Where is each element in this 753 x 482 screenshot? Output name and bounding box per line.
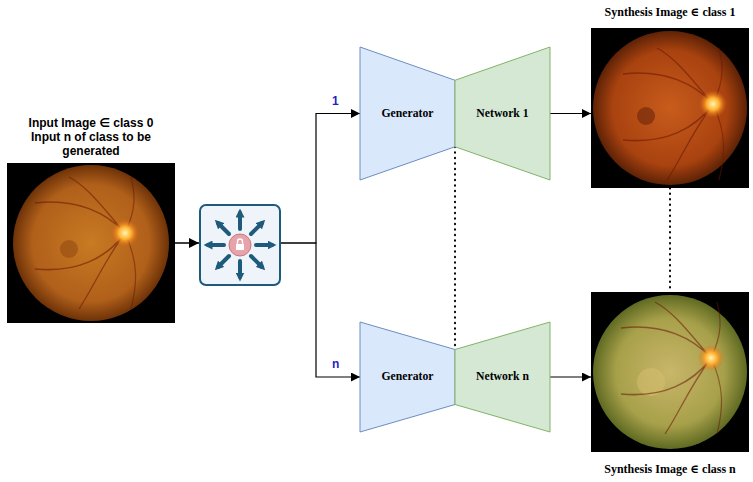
branch-number: n (330, 357, 341, 371)
fundus-image-part (593, 295, 747, 449)
switch-icon-part-part (256, 243, 272, 247)
trapezoid-shape (455, 322, 550, 432)
fundus-image-part (591, 292, 749, 452)
image-heading: Synthesis Image ∈ class 1 (591, 5, 749, 19)
trapezoid-shape (360, 322, 455, 432)
image-heading: Input Image ∈ class 0 (7, 116, 175, 130)
generator-block: Generator (360, 322, 455, 432)
fundus-image-part (637, 107, 655, 125)
fundus-image (591, 28, 749, 188)
trapezoid-shape (455, 47, 550, 180)
image-heading: Input n of class to be generated (7, 130, 175, 158)
switch-icon-part (208, 213, 272, 277)
switch-icon-part (200, 205, 280, 285)
switch-icon-part (236, 244, 244, 250)
generator-block: Generator (360, 47, 455, 180)
heading-group: Synthesis Image ∈ class 1 (591, 5, 749, 19)
switch-icon-part-part (218, 223, 229, 234)
synthesis-image-node: Synthesis Image ∈ class 1 (591, 4, 749, 188)
switch-icon-part (238, 239, 243, 244)
switch-icon-part-part (251, 223, 262, 234)
branch-number: 1 (330, 94, 341, 108)
trapezoid-shape (360, 47, 455, 180)
fundus-image (7, 163, 175, 323)
switch-icon-part (189, 238, 199, 248)
block-label: Network 1 (455, 106, 550, 122)
fundus-image-part (13, 165, 169, 321)
image-heading: Synthesis Image ∈ class n (591, 462, 749, 476)
ellipsis-dotted-line (454, 147, 456, 350)
switch-icon-part-part (238, 213, 242, 229)
flow-arrow (550, 113, 591, 114)
switch-icon (189, 205, 280, 285)
fundus-image-part (698, 345, 724, 371)
ellipsis-dotted-line (669, 188, 671, 292)
fundus-image-part (7, 163, 175, 323)
heading-group: Synthesis Image ∈ class n (591, 462, 749, 476)
fundus-image-part (699, 90, 727, 118)
fundus-image-part (111, 219, 139, 247)
input-image-node: Input Image ∈ class 0Input n of class to… (7, 115, 175, 323)
synthesis-image-node: Synthesis Image ∈ class n (591, 292, 749, 476)
heading-group: Input Image ∈ class 0Input n of class to… (7, 116, 175, 158)
network-block: Network 1 (455, 47, 550, 180)
block-label: Network n (455, 369, 550, 385)
fundus-image-part (60, 240, 78, 258)
flow-arrow (550, 376, 591, 377)
switch-icon-part-part (251, 256, 262, 267)
switch-icon-part-part (238, 261, 242, 277)
network-block: Network n (455, 322, 550, 432)
block-label: Generator (360, 106, 455, 122)
fundus-image-part (591, 28, 749, 188)
fundus-image (591, 292, 749, 452)
fundus-image-part (593, 31, 747, 185)
block-label: Generator (360, 369, 455, 385)
switch-icon-part (229, 234, 251, 256)
switch-icon-part-part (208, 243, 224, 247)
switch-icon-part-part (218, 256, 229, 267)
